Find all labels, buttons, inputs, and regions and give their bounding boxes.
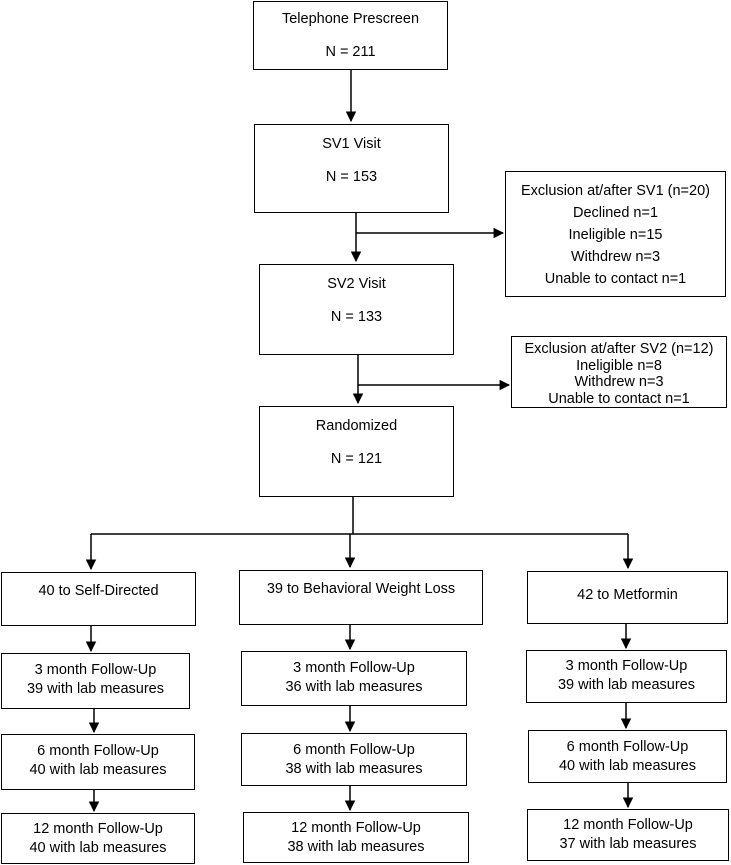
box-arm-metformin: 42 to Metformin bbox=[527, 571, 728, 624]
arm-3-name: 42 to Metformin bbox=[577, 587, 678, 603]
exclusion-sv2-ineligible: Ineligible n=8 bbox=[576, 357, 662, 374]
prescreen-title: Telephone Prescreen bbox=[281, 11, 420, 27]
arm-3-12m-label: 12 month Follow-Up bbox=[563, 817, 693, 833]
arm-1-12m-lab: 40 with lab measures bbox=[29, 840, 167, 856]
arm-3-followup-12-month: 12 month Follow-Up 37 with lab measures bbox=[527, 809, 729, 861]
sv1-title: SV1 Visit bbox=[322, 136, 381, 152]
arm-3-followup-3-month: 3 month Follow-Up 39 with lab measures bbox=[526, 650, 727, 703]
box-arm-behavioral-weight-loss: 39 to Behavioral Weight Loss bbox=[239, 570, 483, 625]
exclusion-sv2-unable-to-contact: Unable to contact n=1 bbox=[548, 390, 690, 407]
box-telephone-prescreen: Telephone Prescreen N = 211 bbox=[253, 1, 448, 70]
arm-1-12m-label: 12 month Follow-Up bbox=[33, 821, 163, 837]
sv2-title: SV2 Visit bbox=[327, 276, 386, 292]
sv1-count: N = 153 bbox=[325, 169, 378, 185]
arm-1-3m-lab: 39 with lab measures bbox=[26, 681, 164, 697]
arm-2-3m-lab: 36 with lab measures bbox=[285, 679, 423, 695]
arm-3-6m-lab: 40 with lab measures bbox=[558, 758, 696, 774]
arm-1-followup-12-month: 12 month Follow-Up 40 with lab measures bbox=[1, 813, 195, 864]
arm-2-12m-label: 12 month Follow-Up bbox=[291, 820, 421, 836]
arm-1-name: 40 to Self-Directed bbox=[38, 583, 159, 599]
arm-2-6m-label: 6 month Follow-Up bbox=[293, 742, 415, 758]
arm-2-followup-3-month: 3 month Follow-Up 36 with lab measures bbox=[241, 651, 467, 706]
arm-2-followup-6-month: 6 month Follow-Up 38 with lab measures bbox=[241, 733, 467, 786]
exclusion-sv1-declined: Declined n=1 bbox=[572, 205, 659, 221]
arm-1-followup-3-month: 3 month Follow-Up 39 with lab measures bbox=[1, 653, 190, 709]
box-arm-self-directed: 40 to Self-Directed bbox=[1, 572, 196, 626]
box-randomized: Randomized N = 121 bbox=[259, 406, 454, 497]
arm-2-followup-12-month: 12 month Follow-Up 38 with lab measures bbox=[243, 812, 469, 863]
arm-3-6m-label: 6 month Follow-Up bbox=[566, 739, 689, 755]
box-exclusion-sv1: Exclusion at/after SV1 (n=20) Declined n… bbox=[505, 171, 726, 297]
arm-3-12m-lab: 37 with lab measures bbox=[559, 836, 697, 852]
exclusion-sv1-unable-to-contact: Unable to contact n=1 bbox=[544, 271, 687, 287]
randomized-title: Randomized bbox=[315, 418, 398, 434]
arm-3-3m-lab: 39 with lab measures bbox=[557, 677, 695, 693]
box-sv1-visit: SV1 Visit N = 153 bbox=[254, 124, 449, 213]
exclusion-sv2-withdrew: Withdrew n=3 bbox=[574, 374, 664, 390]
arm-2-name: 39 to Behavioral Weight Loss bbox=[266, 581, 456, 597]
arm-3-3m-label: 3 month Follow-Up bbox=[565, 658, 688, 674]
exclusion-sv1-ineligible: Ineligible n=15 bbox=[568, 227, 663, 243]
exclusion-sv1-title: Exclusion at/after SV1 (n=20) bbox=[520, 183, 710, 199]
box-exclusion-sv2: Exclusion at/after SV2 (n=12) Ineligible… bbox=[511, 336, 727, 408]
randomized-count: N = 121 bbox=[330, 451, 383, 467]
arm-1-6m-label: 6 month Follow-Up bbox=[37, 743, 159, 759]
arm-2-12m-lab: 38 with lab measures bbox=[287, 839, 425, 855]
arm-2-3m-label: 3 month Follow-Up bbox=[293, 660, 415, 676]
arm-2-6m-lab: 38 with lab measures bbox=[285, 761, 423, 777]
exclusion-sv2-title: Exclusion at/after SV2 (n=12) bbox=[524, 341, 714, 357]
prescreen-count: N = 211 bbox=[325, 44, 376, 60]
exclusion-sv1-withdrew: Withdrew n=3 bbox=[570, 249, 661, 265]
arm-3-followup-6-month: 6 month Follow-Up 40 with lab measures bbox=[528, 730, 727, 783]
arm-1-6m-lab: 40 with lab measures bbox=[29, 762, 167, 778]
sv2-count: N = 133 bbox=[330, 309, 383, 325]
box-sv2-visit: SV2 Visit N = 133 bbox=[259, 264, 454, 355]
arm-1-3m-label: 3 month Follow-Up bbox=[34, 662, 157, 678]
arm-1-followup-6-month: 6 month Follow-Up 40 with lab measures bbox=[1, 734, 195, 790]
